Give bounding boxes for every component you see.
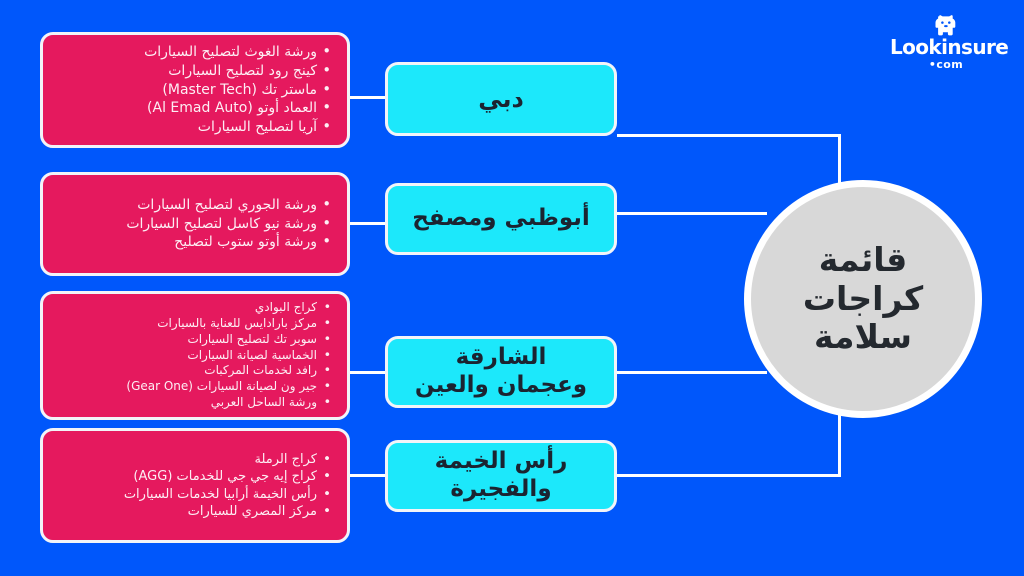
list-item: كراج إيه جي جي للخدمات (AGG)	[53, 467, 331, 485]
list-item: العماد أوتو (Al Emad Auto)	[53, 98, 331, 118]
region-card-sharjah[interactable]: الشارقة وعجمان والعين	[385, 336, 617, 408]
list-item: مركز بارادايس للعناية بالسيارات	[53, 315, 331, 332]
connector-pink-to-region-4	[350, 474, 388, 477]
list-item: كراج الرملة	[53, 450, 331, 468]
list-item: ورشة الساحل العربي	[53, 394, 331, 411]
region-card-dubai[interactable]: دبي	[385, 62, 617, 136]
garage-list-card-1: ورشة الغوث لتصليح السيارات كينج رود لتصل…	[40, 32, 350, 148]
list-item: الخماسية لصيانة السيارات	[53, 347, 331, 364]
logo-suffix: •com	[928, 58, 964, 71]
list-item: ورشة أوتو ستوب لتصليح	[53, 232, 331, 252]
connector-region-2-to-hub	[617, 212, 767, 215]
list-item: رأس الخيمة أرابيا لخدمات السيارات	[53, 484, 331, 502]
bulldog-icon	[890, 14, 1002, 37]
list-item: سوبر تك لتصليح السيارات	[53, 331, 331, 348]
region-label-line: وعجمان والعين	[414, 372, 588, 398]
list-item: كينج رود لتصليح السيارات	[53, 61, 331, 81]
garage-list-card-4: كراج الرملة كراج إيه جي جي للخدمات (AGG)…	[40, 428, 350, 543]
garage-list-3: كراج البوادي مركز بارادايس للعناية بالسي…	[53, 299, 331, 412]
garage-list-4: كراج الرملة كراج إيه جي جي للخدمات (AGG)…	[53, 450, 331, 520]
region-card-rak[interactable]: رأس الخيمة والفجيرة	[385, 440, 617, 512]
list-item: ورشة نيو كاسل لتصليح السيارات	[53, 214, 331, 234]
region-card-abudhabi[interactable]: أبوظبي ومصفح	[385, 183, 617, 255]
region-label-line: والفجيرة	[450, 476, 552, 502]
region-label-line: رأس الخيمة	[434, 448, 568, 475]
region-label-line: دبي	[478, 84, 524, 113]
hub-title-line-3: سلامة	[814, 317, 912, 357]
connector-region-3-to-hub	[617, 371, 767, 374]
garage-list-1: ورشة الغوث لتصليح السيارات كينج رود لتصل…	[53, 42, 331, 137]
region-label-line: الشارقة	[455, 344, 547, 371]
logo-wordmark: Lookinsure	[890, 35, 1009, 59]
list-item: ورشة الجوري لتصليح السيارات	[53, 195, 331, 215]
connector-region-4-to-hub	[617, 474, 841, 477]
connector-region-1-to-hub	[617, 134, 841, 137]
list-item: ورشة الغوث لتصليح السيارات	[53, 42, 331, 62]
list-item: كراج البوادي	[53, 299, 331, 316]
list-item: مركز المصري للسيارات	[53, 502, 331, 520]
list-item: ماستر تك (Master Tech)	[53, 80, 331, 100]
hub-circle: قائمة كراجات سلامة	[744, 180, 982, 418]
region-label-line: أبوظبي ومصفح	[412, 205, 590, 232]
garage-list-card-3: كراج البوادي مركز بارادايس للعناية بالسي…	[40, 291, 350, 420]
hub-title-line-1: قائمة	[818, 239, 908, 279]
list-item: آريا لتصليح السيارات	[53, 117, 331, 137]
list-item: رافد لخدمات المركبات	[53, 362, 331, 379]
connector-pink-to-region-2	[350, 222, 388, 225]
list-item: جير ون لصيانة السيارات (Gear One)	[53, 378, 331, 395]
connector-pink-to-region-3	[350, 371, 388, 374]
brand-logo: Lookinsure •com	[890, 14, 1009, 71]
hub-title-line-2: كراجات	[802, 278, 924, 318]
garage-list-card-2: ورشة الجوري لتصليح السيارات ورشة نيو كاس…	[40, 172, 350, 276]
garage-list-2: ورشة الجوري لتصليح السيارات ورشة نيو كاس…	[53, 195, 331, 252]
hub-title: قائمة كراجات سلامة	[802, 239, 924, 358]
connector-pink-to-region-1	[350, 96, 388, 99]
